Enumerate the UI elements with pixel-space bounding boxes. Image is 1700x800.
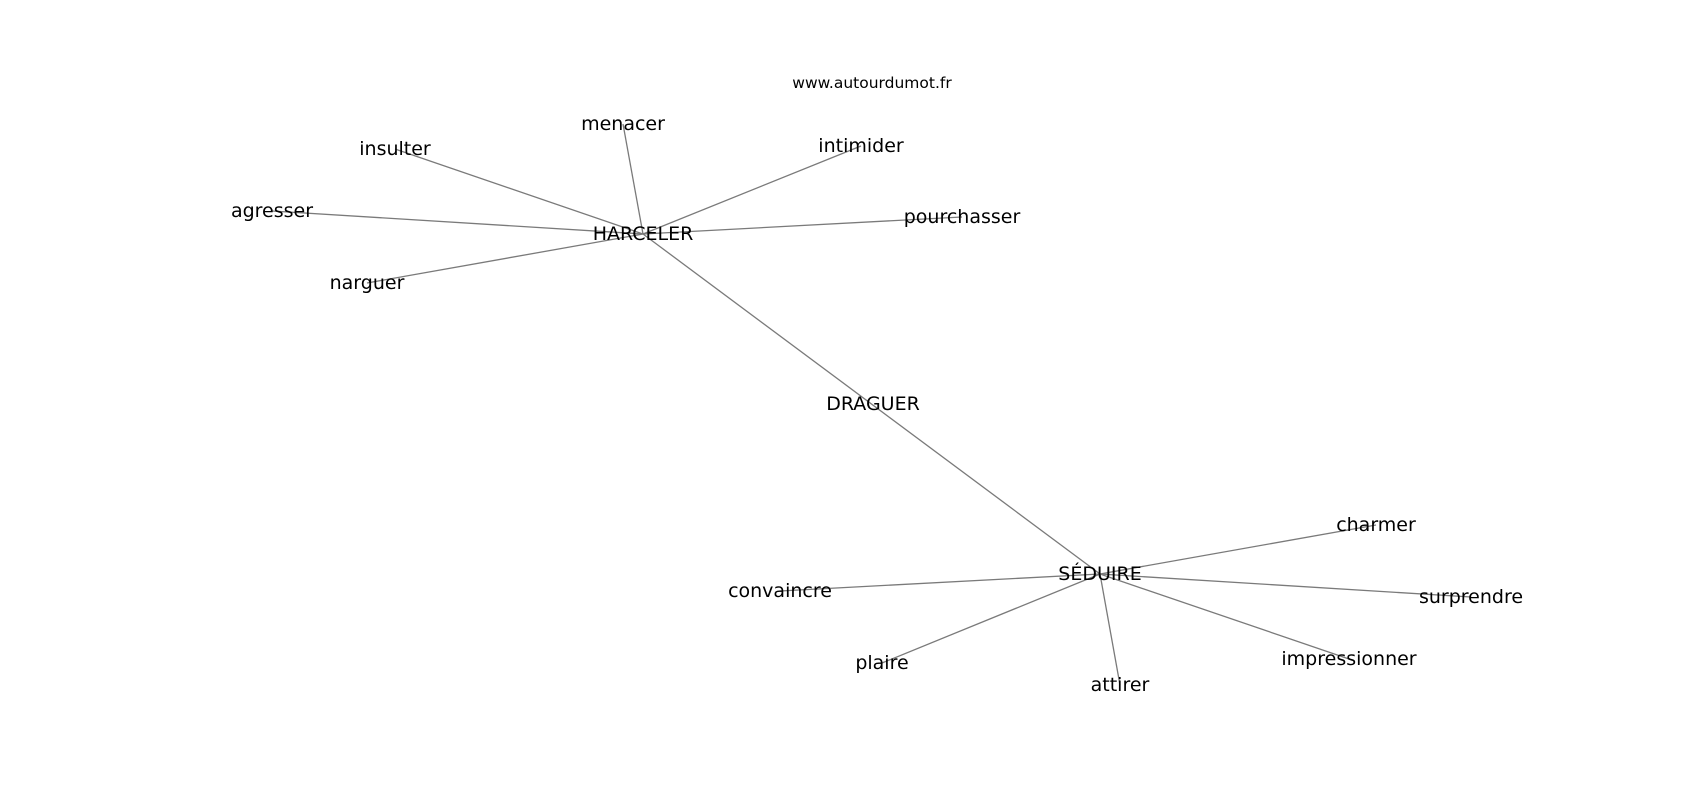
node-convaincre[interactable]: convaincre: [728, 580, 832, 602]
node-harceler[interactable]: HARCELER: [593, 223, 694, 245]
edge-harceler-seduire: [642, 233, 1101, 575]
node-intimider[interactable]: intimider: [818, 135, 904, 157]
edge-harceler-agresser: [271, 210, 644, 235]
node-insulter[interactable]: insulter: [359, 138, 431, 160]
node-seduire[interactable]: SÉDUIRE: [1058, 562, 1141, 585]
node-plaire[interactable]: plaire: [855, 652, 908, 674]
edge-harceler-narguer: [366, 233, 644, 284]
node-charmer[interactable]: charmer: [1336, 514, 1416, 536]
edge-seduire-surprendre: [1099, 573, 1472, 598]
edge-harceler-insulter: [394, 148, 644, 235]
edge-harceler-intimider: [642, 145, 862, 235]
edge-seduire-impressionner: [1099, 573, 1350, 660]
node-menacer[interactable]: menacer: [581, 113, 665, 135]
node-agresser[interactable]: agresser: [231, 200, 313, 222]
graph-labels: www.autourdumot.fr DRAGUER HARCELER SÉDUIR…: [231, 74, 1523, 696]
node-draguer[interactable]: DRAGUER: [826, 393, 920, 415]
site-watermark[interactable]: www.autourdumot.fr: [792, 74, 952, 92]
edge-seduire-plaire: [881, 573, 1101, 664]
node-pourchasser[interactable]: pourchasser: [904, 206, 1021, 228]
node-narguer[interactable]: narguer: [330, 272, 405, 294]
edge-harceler-pourchasser: [642, 216, 963, 235]
graph-edges: [271, 123, 1472, 686]
edge-seduire-charmer: [1099, 524, 1377, 575]
edge-seduire-convaincre: [779, 573, 1101, 592]
edge-seduire-attirer: [1099, 573, 1121, 686]
node-surprendre[interactable]: surprendre: [1419, 586, 1523, 608]
edge-harceler-menacer: [622, 123, 644, 235]
node-impressionner[interactable]: impressionner: [1281, 648, 1416, 670]
node-attirer[interactable]: attirer: [1091, 674, 1150, 696]
